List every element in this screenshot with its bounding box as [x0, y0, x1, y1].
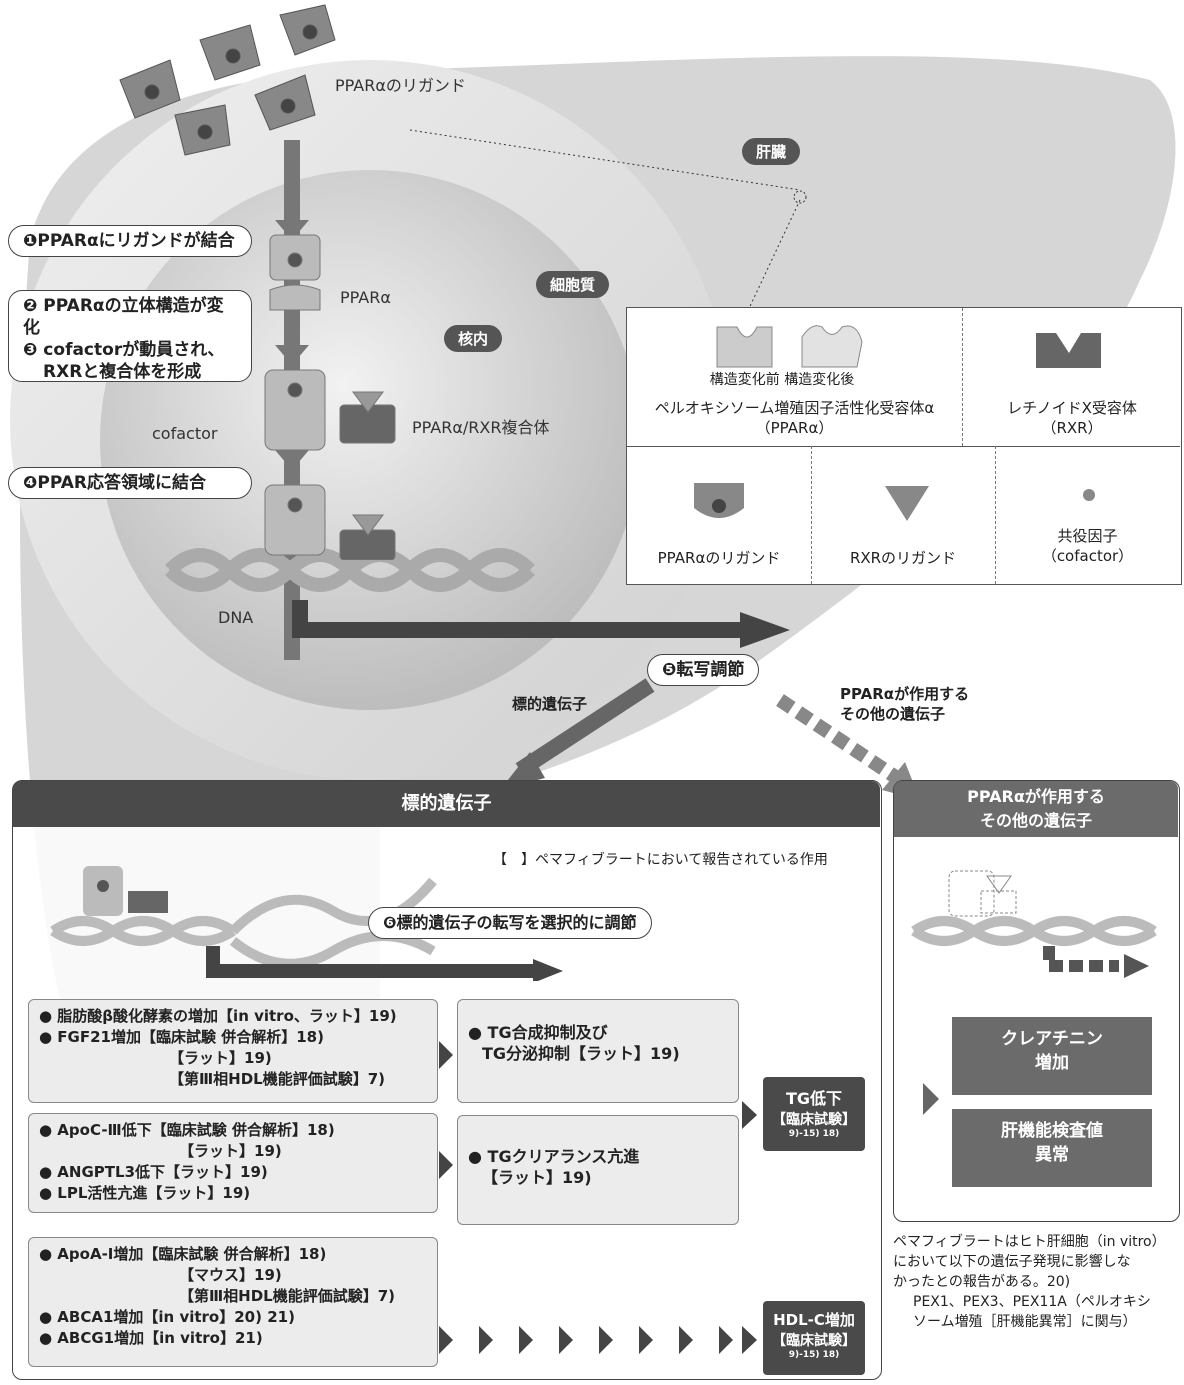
step-1: ❶PPARαにリガンドが結合	[8, 225, 252, 257]
liver-tag: 肝臓	[742, 138, 801, 165]
ligand-label: PPARαのリガンド	[335, 76, 466, 95]
complex-label: PPARα/RXR複合体	[412, 418, 550, 437]
step-2-3: ❷ PPARαの立体構造が変化 ❸ cofactorが動員され、 RXRと複合体…	[8, 290, 252, 382]
rxr-shape-icon	[1036, 333, 1101, 368]
legend-ppar-ligand: PPARαのリガンド	[657, 549, 781, 567]
gene-box-1: ● 脂肪酸β酸化酵素の増加【in vitro、ラット】19) ● FGF21増加…	[28, 999, 438, 1103]
box2-line4: ● LPL活性亢進【ラット】19)	[39, 1184, 251, 1202]
legend-rxr-abbr: （RXR）	[1041, 419, 1103, 437]
ligand-cluster	[119, 4, 336, 156]
flow-arrowheads	[439, 1041, 757, 1354]
other-panel-header: PPARαが作用する その他の遺伝子	[894, 781, 1178, 837]
box3-line3: 【第Ⅲ相HDL機能評価試験】7)	[179, 1287, 396, 1305]
cytoplasm-tag: 細胞質	[536, 271, 610, 298]
legend-ppar-abbr: （PPARα）	[755, 419, 834, 437]
target-branch-label: 標的遺伝子	[512, 695, 588, 713]
legend-rxr-ligand: RXRのリガンド	[849, 549, 957, 567]
other-note-line5: ソーム増殖［肝機能異常］に関与）	[913, 1314, 1137, 1330]
mid-box-1: ● TG合成抑制及び TG分泌抑制【ラット】19)	[457, 999, 739, 1103]
legend-cof-a: 共役因子	[1057, 527, 1118, 545]
mid1-line2: TG分泌抑制【ラット】19)	[482, 1044, 680, 1063]
box3-line5: ● ABCG1増加【in vitro】21)	[39, 1329, 263, 1347]
legend-rxr-name: レチノイドX受容体	[1007, 399, 1137, 417]
box3-line2: 【マウス】19)	[179, 1266, 282, 1284]
legend-rxr: レチノイドX受容体 （RXR）	[963, 398, 1181, 438]
hdl-result-ref: 9)-15) 18)	[788, 1350, 840, 1360]
legend-ppar: ペルオキシソーム増殖因子活性化受容体α （PPARα）	[627, 398, 962, 438]
gene-box-2: ● ApoC-Ⅲ低下【臨床試験 併合解析】18) 【ラット】19) ● ANGP…	[28, 1113, 438, 1213]
step-5: ❺転写調節	[647, 654, 760, 686]
box2-line2: 【ラット】19)	[179, 1142, 282, 1160]
box1-line2: ● FGF21増加【臨床試験 併合解析】18)	[39, 1028, 324, 1046]
nucleus-tag: 核内	[444, 325, 503, 352]
creatinine-result: クレアチニン 増加	[952, 1017, 1152, 1095]
other-dna-illustration	[911, 870, 1157, 978]
ppara-label: PPARα	[340, 288, 391, 307]
dna-helix	[165, 548, 535, 592]
step-4: ❹PPAR応答領域に結合	[8, 467, 252, 499]
liver-function-line2: 異常	[1035, 1145, 1069, 1165]
box1-line3: 【ラット】19)	[169, 1049, 272, 1067]
ppar-ligand-icon	[694, 483, 744, 518]
legend-cofactor: 共役因子 （cofactor）	[995, 526, 1180, 566]
creatinine-line1: クレアチニン	[1001, 1029, 1103, 1049]
cofactor-icon	[1083, 489, 1095, 501]
box3-line4: ● ABCA1増加【in vitro】20) 21)	[39, 1308, 295, 1326]
tg-result-title: TG低下	[785, 1089, 843, 1108]
other-header-line1: PPARαが作用する	[967, 787, 1105, 806]
legend-before: 構造変化前	[709, 372, 780, 388]
mid2-line1: ● TGクリアランス亢進	[468, 1147, 640, 1166]
box2-line3: ● ANGPTL3低下【ラット】19)	[39, 1163, 268, 1181]
liver-function-result: 肝機能検査値 異常	[952, 1109, 1152, 1187]
legend-cof-b: （cofactor）	[1041, 547, 1134, 565]
other-branch-label: PPARαが作用する その他の遺伝子	[840, 684, 969, 724]
box2-line1: ● ApoC-Ⅲ低下【臨床試験 併合解析】18)	[39, 1121, 335, 1139]
hdl-result: HDL-C増加 【臨床試験】 9)-15) 18)	[763, 1301, 865, 1375]
gene-box-3: ● ApoA-Ⅰ増加【臨床試験 併合解析】18) 【マウス】19) 【第Ⅲ相HD…	[28, 1237, 438, 1367]
liver-zoom-line	[409, 129, 801, 191]
target-panel: 標的遺伝子 【 】ペマフィブラートにおいて報告されている作用 ❻標的遺伝子の転写…	[12, 780, 882, 1380]
rxr-ligand-icon	[885, 486, 929, 521]
mid-box-2: ● TGクリアランス亢進 【ラット】19)	[457, 1115, 739, 1225]
other-branch-line2: その他の遺伝子	[840, 705, 946, 723]
step-3b-text: RXRと複合体を形成	[43, 362, 202, 382]
box1-line1: ● 脂肪酸β酸化酵素の増加【in vitro、ラット】19)	[39, 1007, 397, 1025]
other-header-line2: その他の遺伝子	[979, 811, 1092, 830]
creatinine-line2: 増加	[1035, 1053, 1069, 1073]
dna-label: DNA	[218, 608, 254, 627]
box1-line4: 【第Ⅲ相HDL機能評価試験】7)	[169, 1070, 386, 1088]
other-panel: PPARαが作用する その他の遺伝子 クレアチニン 増加 肝機能検査値 異常	[893, 780, 1180, 1222]
step-2-text: ❷ PPARαの立体構造が変化	[23, 296, 224, 338]
mid1-line1: ● TG合成抑制及び	[468, 1023, 608, 1042]
legend-after: 構造変化後	[784, 372, 855, 388]
other-arrowhead	[923, 1083, 939, 1115]
target-note: 【 】ペマフィブラートにおいて報告されている作用	[493, 852, 828, 868]
cofactor-label: cofactor	[152, 424, 218, 443]
other-note-line4: PEX1、PEX3、PEX11A（ペルオキシ	[913, 1294, 1151, 1310]
other-note: ペマフィブラートはヒト肝細胞（in vitro） において以下の遺伝子発現に影響…	[893, 1232, 1183, 1332]
step-3-text: ❸ cofactorが動員され、	[23, 340, 225, 360]
other-note-line1: ペマフィブラートはヒト肝細胞（in vitro）	[893, 1234, 1166, 1250]
mid2-line2: 【ラット】19)	[482, 1168, 592, 1187]
legend-before-after: 構造変化前 構造変化後	[687, 370, 877, 390]
legend-box: 構造変化前 構造変化後 ペルオキシソーム増殖因子活性化受容体α （PPARα） …	[626, 307, 1182, 585]
legend-ppar-name: ペルオキシソーム増殖因子活性化受容体α	[654, 399, 935, 417]
receptor-stages	[264, 234, 396, 560]
liver-function-line1: 肝機能検査値	[1001, 1121, 1103, 1141]
tg-result-ref: 9)-15) 18)	[788, 1129, 840, 1139]
other-note-line2: において以下の遺伝子発現に影響しな	[893, 1254, 1131, 1270]
box3-line1: ● ApoA-Ⅰ増加【臨床試験 併合解析】18)	[39, 1245, 327, 1263]
tg-result-sub: 【臨床試験】	[772, 1112, 856, 1128]
target-panel-header: 標的遺伝子	[13, 781, 880, 827]
hdl-result-sub: 【臨床試験】	[772, 1333, 856, 1349]
receptor-shapes-icon	[716, 325, 863, 368]
hdl-result-title: HDL-C増加	[773, 1311, 855, 1329]
other-branch-line1: PPARαが作用する	[840, 685, 970, 703]
other-note-line3: かったとの報告がある。20)	[893, 1274, 1071, 1290]
tg-result: TG低下 【臨床試験】 9)-15) 18)	[763, 1077, 865, 1151]
step-6: ❻標的遺伝子の転写を選択的に調節	[368, 907, 652, 939]
